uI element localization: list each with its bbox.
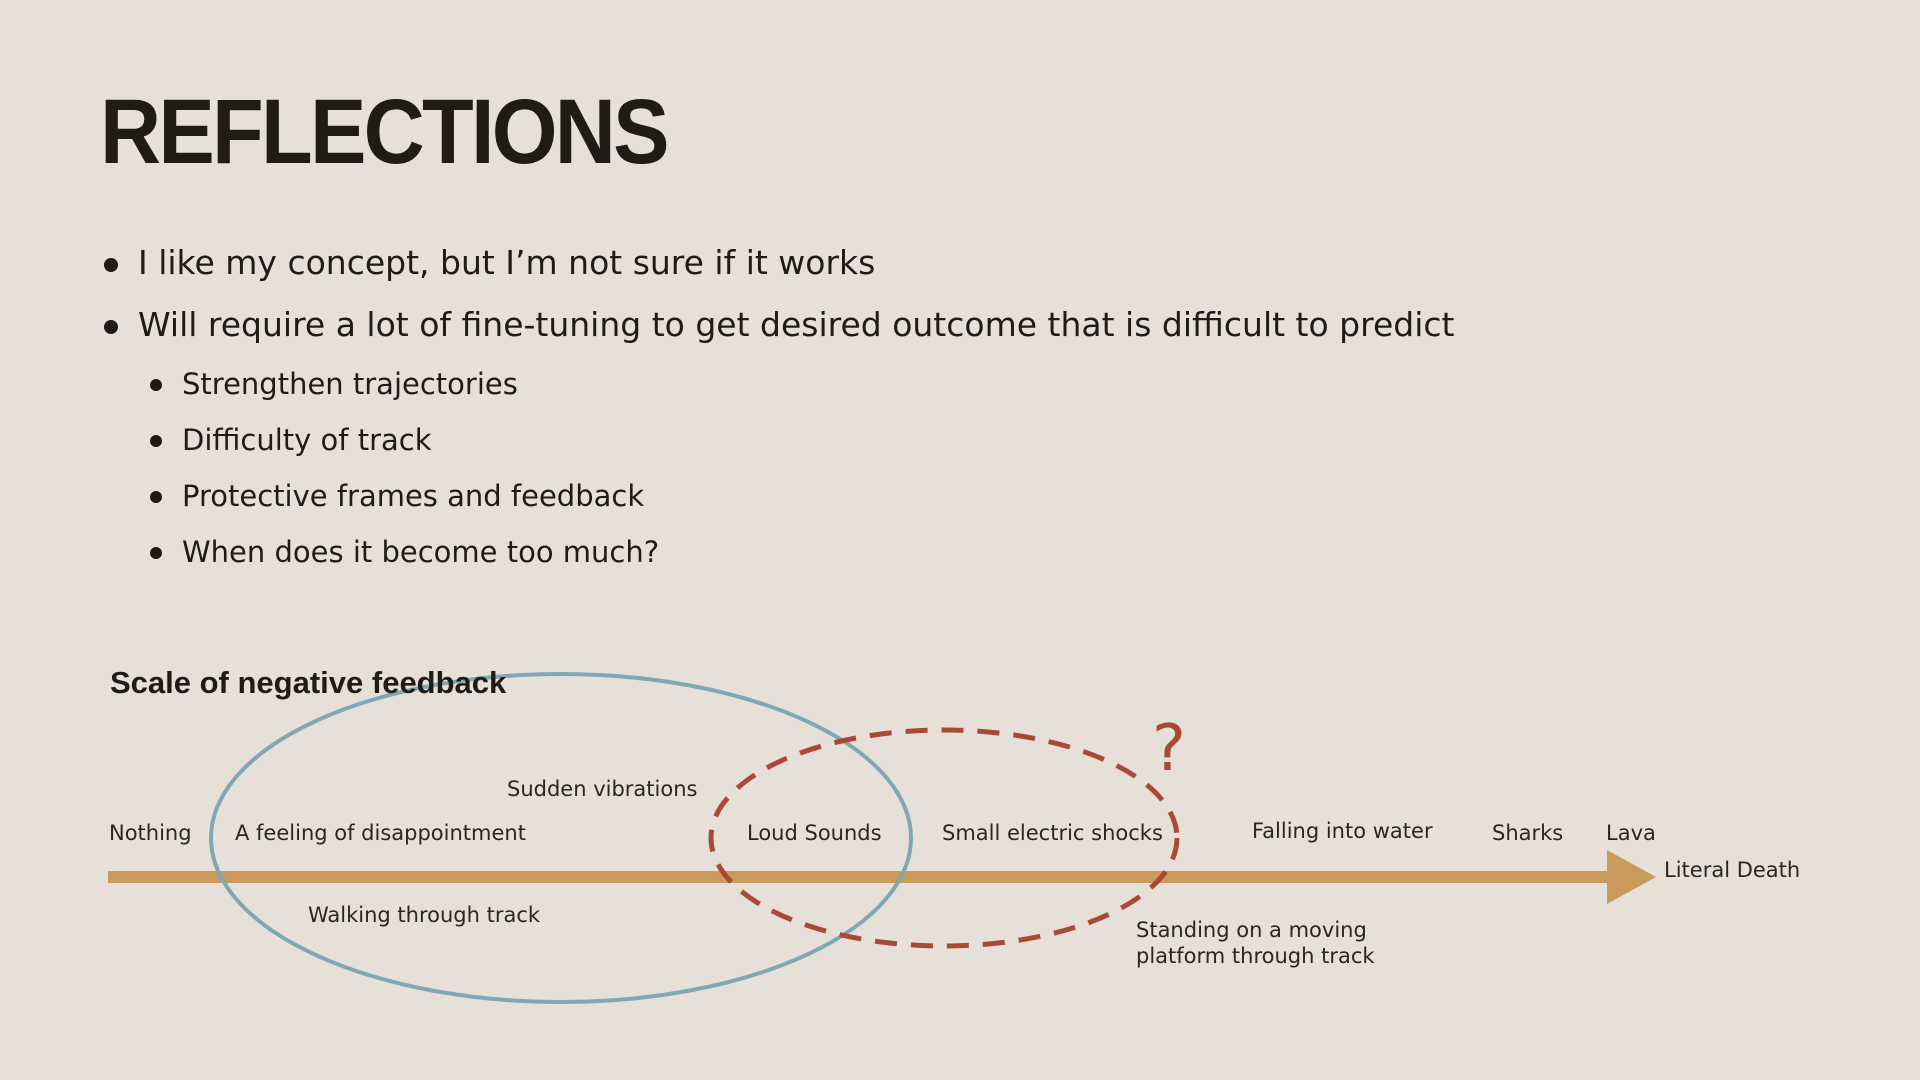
scale-axis-arrowhead: [1607, 850, 1656, 904]
sub-bullet-item: Strengthen trajectories: [148, 364, 1454, 420]
solid-grouping-ellipse: [209, 672, 913, 1004]
label-sharks: Sharks: [1492, 821, 1563, 845]
bullet-list: I like my concept, but I’m not sure if i…: [100, 240, 1454, 588]
label-sudden-vibrations: Sudden vibrations: [507, 777, 697, 801]
label-lava: Lava: [1606, 821, 1656, 845]
dashed-grouping-ellipse: [708, 727, 1180, 949]
sub-bullet-item: Protective frames and feedback: [148, 476, 1454, 532]
sub-bullet-item: Difficulty of track: [148, 420, 1454, 476]
label-platform-line1: Standing on a moving: [1136, 918, 1367, 942]
label-walking: Walking through track: [308, 903, 541, 927]
label-shocks: Small electric shocks: [942, 821, 1163, 845]
label-disappointment: A feeling of disappointment: [235, 821, 526, 845]
bullet-item: Will require a lot of fine-tuning to get…: [100, 302, 1454, 364]
sub-bullet-item: When does it become too much?: [148, 532, 1454, 588]
label-death: Literal Death: [1664, 858, 1800, 882]
bullet-item: I like my concept, but I’m not sure if i…: [100, 240, 1454, 302]
slide-title: REFLECTIONS: [100, 81, 670, 183]
label-platform-line2: platform through track: [1136, 944, 1375, 968]
question-mark: ?: [1152, 712, 1186, 786]
label-loud-sounds: Loud Sounds: [747, 821, 882, 845]
label-water: Falling into water: [1252, 819, 1433, 843]
diagram-title: Scale of negative feedback: [110, 665, 507, 700]
label-nothing: Nothing: [109, 821, 192, 845]
